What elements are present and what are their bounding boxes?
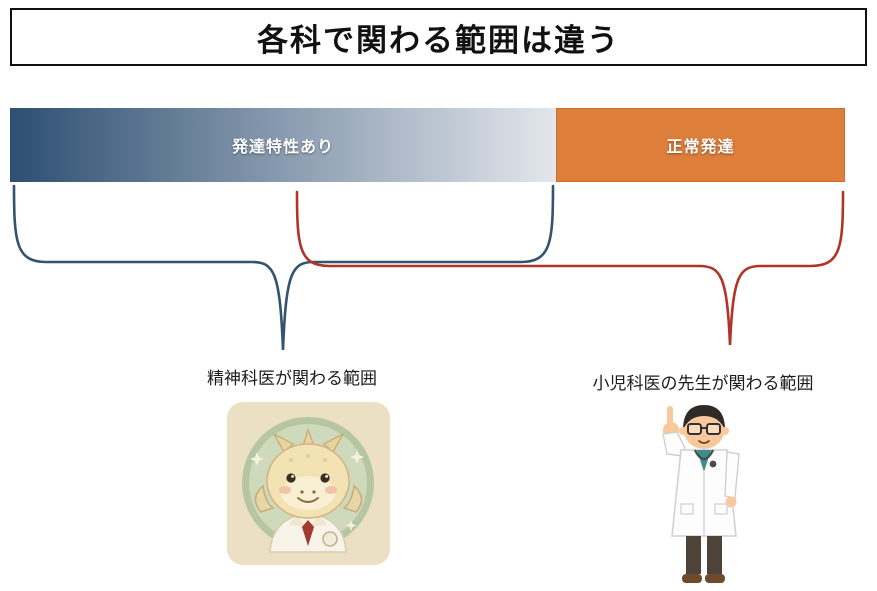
pediatrician-doctor-icon xyxy=(662,405,740,583)
dragon-psychiatrist-illustration xyxy=(227,402,390,565)
development-spectrum-bar: 発達特性あり 正常発達 xyxy=(10,108,845,182)
pediatrician-range-label: 小児科医の先生が関わる範囲 xyxy=(592,374,814,393)
pediatrician-brace xyxy=(295,190,845,346)
page-title: 各科で関わる範囲は違う xyxy=(257,22,620,58)
title-box: 各科で関わる範囲は違う xyxy=(10,8,867,66)
bar-segment-normal-development: 正常発達 xyxy=(556,108,845,182)
bar-label-normal-development: 正常発達 xyxy=(666,139,735,156)
bar-label-developmental-traits: 発達特性あり xyxy=(231,139,334,156)
pediatrician-doctor-illustration xyxy=(643,386,761,590)
psychiatrist-brace xyxy=(12,184,555,351)
dragon-psychiatrist-icon xyxy=(227,402,390,565)
psychiatrist-range-label: 精神科医が関わる範囲 xyxy=(207,369,377,388)
bar-segment-developmental-traits: 発達特性あり xyxy=(10,108,556,182)
